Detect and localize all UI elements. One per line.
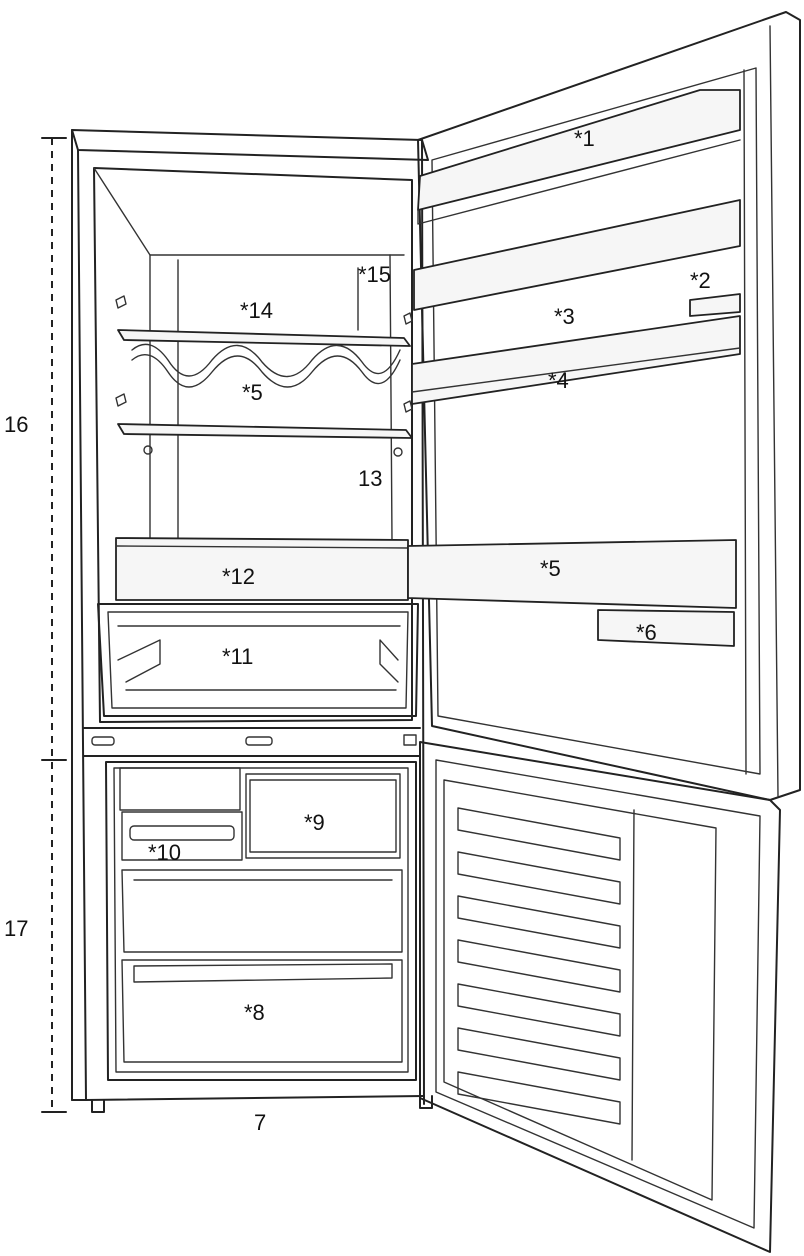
label-7: 7 bbox=[254, 1110, 266, 1135]
label-12: *12 bbox=[222, 564, 255, 589]
door-tray-2 bbox=[413, 199, 741, 311]
label-8: *8 bbox=[244, 1000, 265, 1025]
wine-rack bbox=[117, 329, 411, 388]
label-13: 13 bbox=[358, 466, 382, 491]
door-tray-1 bbox=[417, 89, 741, 225]
label-5-wine-rack: *5 bbox=[242, 380, 263, 405]
egg-holder bbox=[689, 293, 741, 317]
label-1: *1 bbox=[574, 126, 595, 151]
freezer-flap bbox=[245, 773, 401, 859]
chiller-drawer bbox=[115, 537, 409, 601]
height-dimension-line bbox=[41, 137, 67, 1113]
label-4: *4 bbox=[548, 368, 569, 393]
freezer-compartment bbox=[105, 761, 417, 1081]
fridge-glass-shelf bbox=[117, 423, 413, 457]
freezer-drawer-upper bbox=[121, 869, 403, 953]
label-15: *15 bbox=[358, 262, 391, 287]
label-10: *10 bbox=[148, 840, 181, 865]
door-bottle-rack bbox=[407, 539, 737, 609]
fridge-compartment bbox=[93, 167, 413, 723]
label-6: *6 bbox=[636, 620, 657, 645]
fridge-door bbox=[417, 11, 801, 801]
label-11: *11 bbox=[222, 644, 253, 669]
label-9: *9 bbox=[304, 810, 325, 835]
label-3: *3 bbox=[554, 304, 575, 329]
freezer-door bbox=[419, 741, 781, 1253]
door-small-tray bbox=[597, 609, 735, 647]
label-14: *14 bbox=[240, 298, 273, 323]
crisper-drawer bbox=[97, 603, 419, 717]
label-17: 17 bbox=[4, 916, 28, 941]
label-5-door: *5 bbox=[540, 556, 561, 581]
door-tray-3 bbox=[411, 315, 741, 405]
ice-tray-compartment bbox=[119, 767, 243, 861]
label-2: *2 bbox=[690, 268, 711, 293]
freezer-drawer-lower bbox=[121, 959, 403, 1063]
label-16: 16 bbox=[4, 412, 28, 437]
